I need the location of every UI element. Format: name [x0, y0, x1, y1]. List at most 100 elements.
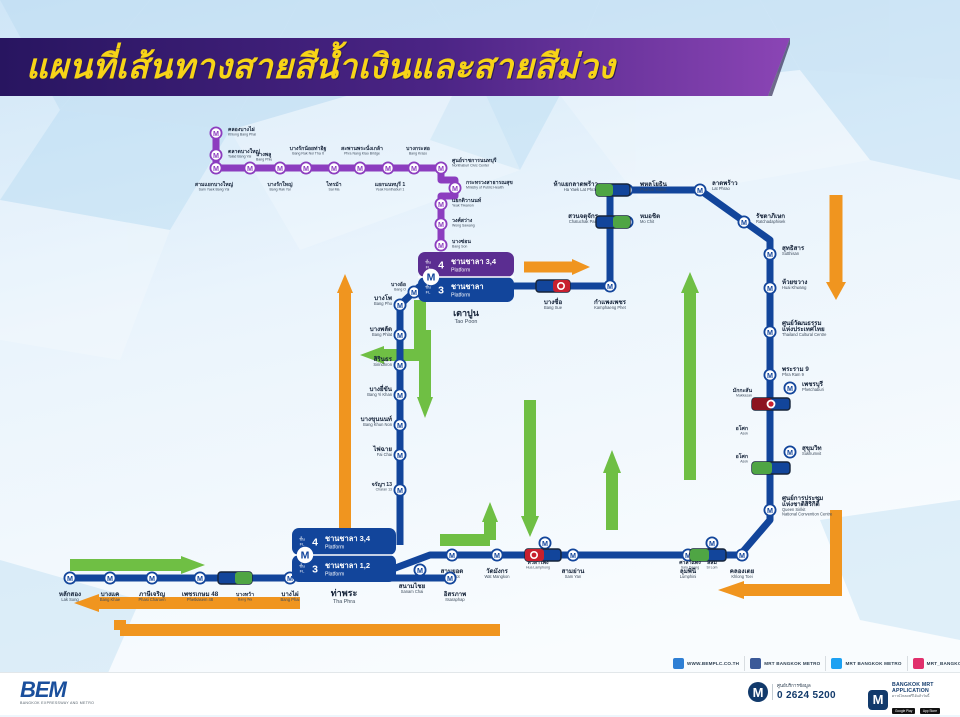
station-marker-phasi-charoen[interactable]: M [145, 571, 159, 585]
station-label-th: ตลาดบางใหญ่ [228, 148, 261, 155]
station-marker-wong-sawang[interactable]: M [434, 217, 448, 231]
station-label-en: Khlong Bang Phai [228, 132, 256, 136]
station-label-th: สามแยกบางใหญ่ [195, 181, 234, 188]
mrt-m-icon: M [397, 391, 403, 400]
mrt-m-icon: M [438, 220, 444, 229]
badge-phetchaburi [751, 397, 791, 411]
station-marker-phra-ram-9[interactable]: M [763, 368, 777, 382]
station-marker-charan-13[interactable]: M [393, 483, 407, 497]
station-marker-nonthaburi-civic-center[interactable]: M [434, 161, 448, 175]
station-marker-sam-yot[interactable]: M [445, 548, 459, 562]
station-marker-sukhumvit[interactable]: M [783, 445, 797, 459]
mrt-logo-icon: M [748, 682, 768, 702]
station-marker-bang-rak-noi-tha-it[interactable]: M [299, 161, 313, 175]
station-marker-huai-khwang[interactable]: M [763, 281, 777, 295]
call-center[interactable]: M ศูนย์บริการข้อมูล 0 2624 5200 [748, 682, 836, 702]
station-marker-hua-lamphong[interactable]: M [538, 536, 552, 550]
station-label-en: Ha Yaek Lat Phrao [564, 187, 599, 192]
station-marker-khlong-toei[interactable]: M [735, 548, 749, 562]
station-marker-bang-kraso[interactable]: M [407, 161, 421, 175]
station-label-en: Si Lom [707, 565, 718, 569]
app-store-badge[interactable]: App Store [919, 708, 941, 714]
station-label-th: ภาษีเจริญ [139, 590, 166, 598]
station-marker-bang-pho[interactable]: M [393, 298, 407, 312]
hub-platform-row[interactable] [292, 555, 396, 582]
station-marker-bang-rak-yai[interactable]: M [273, 161, 287, 175]
mrt-m-icon: M [494, 551, 500, 560]
station-marker-ratchadaphisek[interactable]: M [737, 215, 751, 229]
station-marker-bang-yi-khan[interactable]: M [393, 388, 407, 402]
hub-name-th: เตาปูน [453, 308, 480, 319]
hub-platform-th: ชานชาลา [451, 282, 484, 291]
station-label-th: แยกนนทบุรี 1 [375, 181, 406, 188]
station-marker-kamphaeng-phet[interactable]: M [603, 279, 617, 293]
title-banner: แผนที่เส้นทางสายสีน้ำเงินและสายสีม่วง [0, 38, 790, 96]
mrt-m-icon: M [247, 164, 253, 173]
station-label-th: บางไผ่ [281, 590, 299, 598]
mrt-m-icon: M [287, 574, 293, 583]
station-label-en: Bang Wa [238, 597, 252, 601]
station-marker-bang-phlu[interactable]: M [243, 161, 257, 175]
station-marker-queen-sirikit[interactable]: M [763, 503, 777, 517]
station-marker-sirindhron[interactable]: M [393, 358, 407, 372]
hub-platform-row[interactable] [418, 277, 514, 302]
station-marker-bang-khun-non[interactable]: M [393, 418, 407, 432]
station-marker-itsaraphap[interactable]: M [443, 571, 457, 585]
interchange-badges [217, 183, 791, 585]
hub-platform-en: Platform [325, 572, 344, 578]
mrt-m-icon: M [357, 164, 363, 173]
mrt-application[interactable]: M BANGKOK MRT APPLICATION ดาวน์โหลดฟรีได… [868, 682, 941, 717]
station-label-en: Phetkasem 48 [187, 597, 214, 602]
hub-floor-label-en: FL [426, 290, 431, 295]
hub-platform-row[interactable] [418, 252, 514, 277]
hub-platform-row[interactable] [292, 528, 396, 555]
station-label-th: จรัญฯ 13 [372, 481, 392, 488]
station-label-th: บางกระสอ [406, 146, 430, 152]
station-label-th: บางซื่อ [544, 297, 563, 306]
station-label-en: Bang Khae [100, 597, 121, 602]
social-link-twitter[interactable]: MRT BANGKOK METRO [826, 656, 908, 671]
station-marker-si-lom[interactable]: M [705, 536, 719, 550]
station-marker-sutthisan[interactable]: M [763, 247, 777, 261]
station-label-en: Bang Yi Khan [367, 392, 393, 397]
mrt-m-icon: M [197, 574, 203, 583]
google-play-badge[interactable]: Google Play [892, 708, 916, 714]
station-marker-sam-yan[interactable]: M [566, 548, 580, 562]
station-marker-sai-ma[interactable]: M [327, 161, 341, 175]
social-link-instagram[interactable]: MRT_BANGKOK [908, 656, 960, 671]
mrt-m-icon: M [607, 282, 613, 291]
station-marker-lat-phrao[interactable]: M [693, 183, 707, 197]
station-marker-talad-bang-yai[interactable]: M [209, 148, 223, 162]
station-marker-bang-o[interactable]: M [407, 285, 421, 299]
station-marker-sam-yaek-bang-yai[interactable]: M [209, 161, 223, 175]
station-marker-lak-song[interactable]: M [63, 571, 77, 585]
station-marker-wat-mangkon[interactable]: M [490, 548, 504, 562]
station-label-th: ศาลาแดง [679, 560, 701, 566]
station-marker-bang-phlat[interactable]: M [393, 328, 407, 342]
station-marker-fai-chai[interactable]: M [393, 448, 407, 462]
station-label-th: บางขุนนนท์ [361, 415, 392, 423]
mrt-m-icon: M [107, 574, 113, 583]
social-link-facebook[interactable]: MRT BANGKOK METRO [745, 656, 827, 671]
station-label-en: Lat Phrao [712, 186, 730, 191]
station-label-en: Thailand Cultural Centre [782, 332, 827, 337]
station-marker-thailand-cultural-centre[interactable]: M [763, 325, 777, 339]
station-label-th: คลองบางไผ่ [228, 125, 255, 133]
station-marker-phetkasem-48[interactable]: M [193, 571, 207, 585]
station-label-th: อโศก [736, 452, 748, 460]
station-marker-yeak-tiwanon[interactable]: M [434, 197, 448, 211]
social-link-website[interactable]: WWW.BEMPLC.CO.TH [668, 656, 746, 671]
station-marker-phetchaburi[interactable]: M [783, 381, 797, 395]
station-marker-khlong-bang-phai[interactable]: M [209, 126, 223, 140]
hub-platform-en: Platform [325, 545, 344, 551]
station-marker-ministry-of-public-health[interactable]: M [448, 181, 462, 195]
station-marker-bang-khae[interactable]: M [103, 571, 117, 585]
station-marker-yeak-nonthaburi-1[interactable]: M [381, 161, 395, 175]
mrt-m-icon: M [411, 288, 417, 297]
station-marker-sanam-chai[interactable]: M [413, 563, 427, 577]
station-marker-phra-nang-klao-bridge[interactable]: M [353, 161, 367, 175]
station-marker-bang-son[interactable]: M [434, 238, 448, 252]
